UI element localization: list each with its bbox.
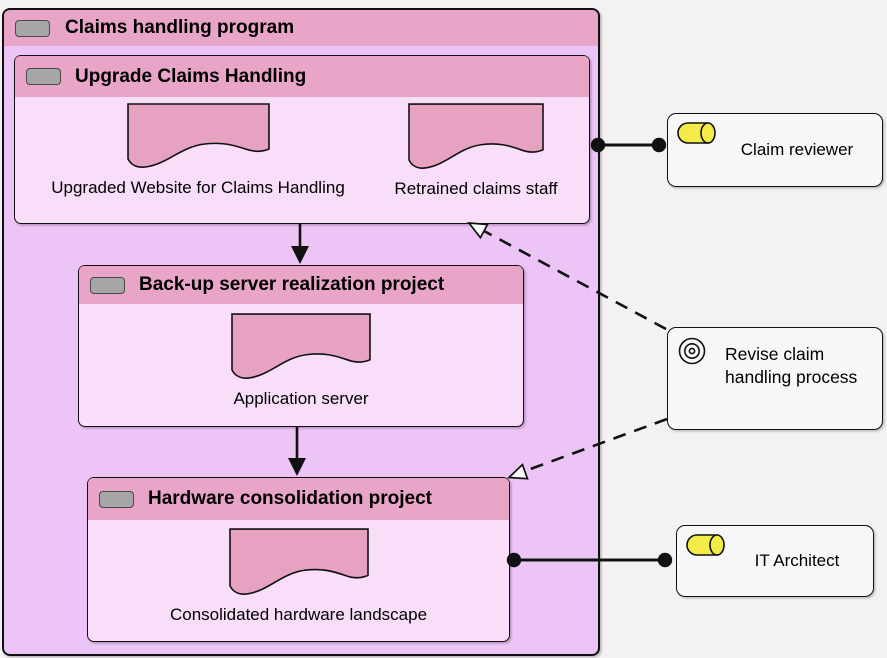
role-label: IT Architect bbox=[754, 551, 840, 570]
business-role-icon bbox=[677, 122, 716, 144]
work-package-icon bbox=[26, 68, 61, 85]
program-title: Claims handling program bbox=[65, 17, 295, 38]
package-header: Back-up server realization project bbox=[79, 266, 523, 304]
deliverable-label: Upgraded Website for Claims Handling bbox=[51, 178, 345, 197]
package-header: Upgrade Claims Handling bbox=[15, 56, 589, 97]
role-it-architect[interactable]: IT Architect bbox=[676, 525, 874, 597]
deliverable-retrained-staff[interactable]: Retrained claims staff bbox=[367, 103, 585, 199]
role-label: Claim reviewer bbox=[740, 140, 854, 159]
role-claim-reviewer[interactable]: Claim reviewer bbox=[667, 113, 883, 187]
work-package-icon bbox=[15, 19, 50, 37]
package-header: Hardware consolidation project bbox=[88, 478, 509, 520]
deliverable-application-server[interactable]: Application server bbox=[79, 313, 523, 409]
business-role-icon bbox=[686, 534, 725, 556]
program-header: Claims handling program bbox=[4, 10, 598, 46]
deliverable-shape bbox=[231, 313, 371, 379]
deliverable-shape bbox=[408, 103, 544, 169]
deliverable-label: Consolidated hardware landscape bbox=[169, 605, 428, 624]
deliverable-label: Application server bbox=[233, 389, 369, 408]
package-title: Back-up server realization project bbox=[139, 274, 445, 295]
deliverable-upgraded-website[interactable]: Upgraded Website for Claims Handling bbox=[33, 103, 363, 198]
work-package-upgrade-claims-handling[interactable]: Upgrade Claims Handling Upgraded Website… bbox=[14, 55, 590, 224]
package-title: Upgrade Claims Handling bbox=[75, 65, 307, 87]
assignment-claim-reviewer-to-program[interactable] bbox=[590, 137, 667, 153]
work-package-icon bbox=[90, 276, 125, 294]
goal-label: Revise claim handling process bbox=[725, 344, 858, 387]
package-title: Hardware consolidation project bbox=[148, 488, 432, 509]
work-package-icon bbox=[99, 490, 134, 508]
goal-icon bbox=[678, 337, 706, 365]
deliverable-shape bbox=[228, 528, 369, 595]
deliverable-label: Retrained claims staff bbox=[394, 179, 558, 198]
deliverable-consolidated-hardware[interactable]: Consolidated hardware landscape bbox=[88, 528, 509, 625]
goal-revise-claim-handling-process[interactable]: Revise claim handling process bbox=[667, 327, 883, 430]
work-package-hardware-consolidation[interactable]: Hardware consolidation project Consolida… bbox=[87, 477, 510, 642]
deliverable-shape bbox=[126, 103, 270, 168]
work-package-backup-server[interactable]: Back-up server realization project Appli… bbox=[78, 265, 524, 427]
